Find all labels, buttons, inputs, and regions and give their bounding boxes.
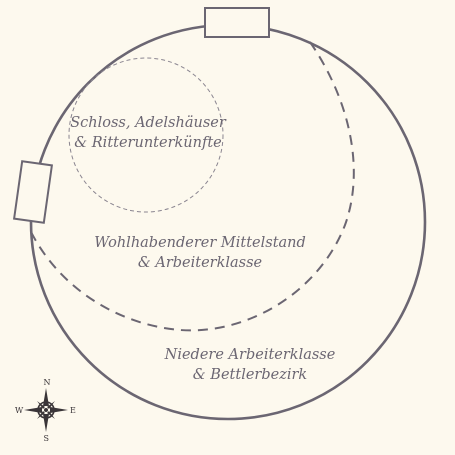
compass-diagonal-sw [37,411,45,419]
middle-district-label: Wohlhabenderer Mittelstand & Arbeiterkla… [90,233,310,274]
compass-diagonal-se [47,411,55,419]
middle-district-label-line1: Wohlhabenderer Mittelstand [94,235,306,251]
compass-needle-west [24,407,42,413]
compass-center [44,408,48,412]
compass-rose: N S E W [15,378,76,443]
lower-district-label: Niedere Arbeiterklasse & Bettlerbezirk [140,345,360,386]
compass-west-label: W [15,406,24,415]
castle-district-label-line1: Schloss, Adelshäuser [70,115,226,131]
compass-south-label: S [44,434,49,443]
compass-needle-north [43,388,49,406]
north-gate [204,7,270,38]
compass-needle-south [43,414,49,432]
middle-district-label-line2: & Arbeiterklasse [137,255,263,272]
compass-north-label: N [44,378,51,387]
castle-district-boundary [68,57,224,213]
lower-district-label-line2: & Bettlerbezirk [192,367,308,384]
compass-needle-east [50,407,68,413]
compass-diagonal-ne [47,401,55,409]
lower-district-label-line1: Niedere Arbeiterklasse [164,347,336,363]
compass-diagonal-nw [37,401,45,409]
castle-district-label-line2: & Ritterunterkünfte [74,135,222,152]
middle-district-boundary [29,41,355,332]
west-gate [12,160,54,224]
castle-district-label: Schloss, Adelshäuser & Ritterunterkünfte [64,113,232,154]
compass-east-label: E [70,406,76,415]
